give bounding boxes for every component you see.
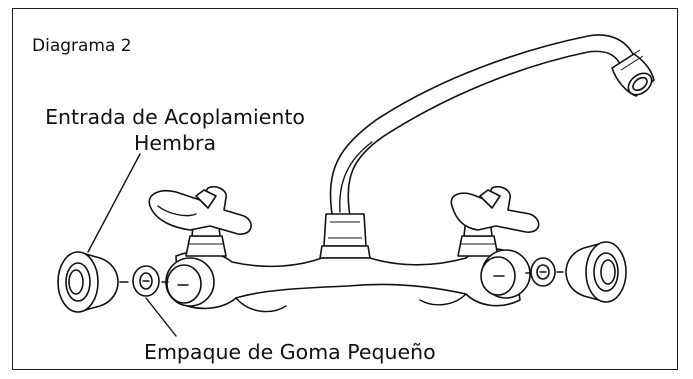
diagram-title: Diagrama 2: [32, 36, 132, 56]
female-inlet-label-line1: Entrada de Acoplamiento: [45, 105, 305, 129]
left-rubber-gasket-icon: [132, 265, 160, 297]
small-rubber-gasket-label: Empaque de Goma Pequeño: [144, 340, 436, 364]
right-coupling-inlet-icon: [565, 241, 627, 303]
female-inlet-label: Entrada de Acoplamiento Hembra: [26, 104, 324, 156]
right-inlet-flange: [480, 249, 531, 299]
left-coupling-inlet-icon: [57, 251, 119, 313]
gasket-leader-line: [145, 297, 177, 337]
female-inlet-leader-line: [87, 153, 141, 253]
assembly-dash-lines: [119, 271, 564, 283]
faucet-spout-icon: [319, 34, 655, 259]
left-cross-handle-icon: [148, 185, 252, 257]
female-inlet-label-line2: Hembra: [134, 131, 216, 155]
right-rubber-gasket-icon: [530, 257, 556, 287]
left-inlet-flange: [165, 257, 215, 307]
right-cross-handle-icon: [450, 185, 540, 257]
faucet-body: [175, 248, 521, 313]
